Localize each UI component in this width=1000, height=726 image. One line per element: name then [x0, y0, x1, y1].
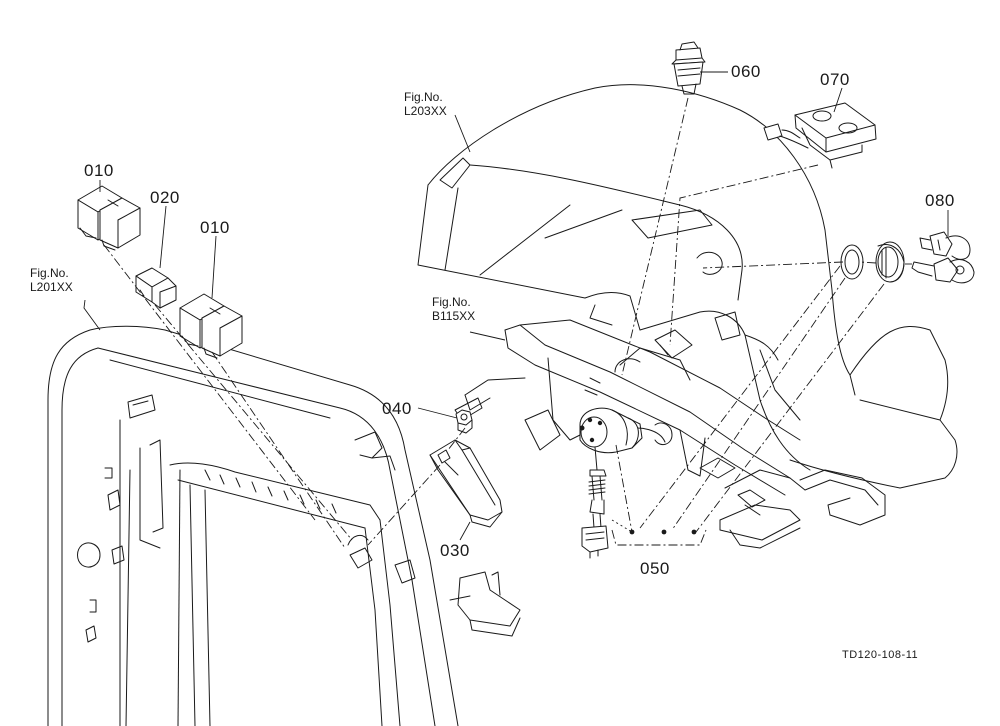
figure-ref-l201-line2: L201XX [30, 280, 73, 294]
part-number-060: 060 [731, 62, 761, 81]
part-070-hazard-switch [763, 102, 877, 169]
figure-ref-b115: Fig.No. B115XX [432, 295, 475, 323]
part-number-040: 040 [382, 399, 412, 418]
figure-ref-l201-line1: Fig.No. [30, 266, 69, 280]
part-number-020: 020 [150, 188, 180, 207]
mounting-bracket [454, 319, 886, 549]
part-number-050: 050 [640, 559, 670, 578]
part-number-080: 080 [925, 191, 955, 210]
part-number-010-lower: 010 [200, 218, 230, 237]
part-number-030: 030 [440, 541, 470, 560]
left-frame [47, 325, 521, 726]
part-number-070: 070 [820, 70, 850, 89]
assembly-lines [103, 97, 912, 549]
part-number-010-upper: 010 [84, 161, 114, 180]
part-010-switch-upper [77, 185, 141, 251]
figure-ref-l203: Fig.No. L203XX [404, 90, 447, 118]
figure-ref-b115-line2: B115XX [432, 309, 476, 323]
part-080-keys-and-rings [840, 231, 975, 284]
part-040-nut [455, 409, 473, 434]
leader-lines [83, 71, 949, 541]
part-020-switch-small [135, 267, 177, 309]
dashboard-panel [417, 84, 958, 489]
figure-ref-l201: Fig.No. L201XX [30, 266, 73, 294]
figure-ref-l203-line1: Fig.No. [404, 90, 443, 104]
part-050-key-switch [579, 407, 643, 559]
drawing-code: TD120-108-11 [842, 649, 919, 661]
figure-ref-l203-line2: L203XX [404, 104, 447, 118]
part-030-cover [429, 439, 503, 528]
figure-ref-b115-line1: Fig.No. [432, 295, 471, 309]
assembly-dots [629, 529, 697, 535]
part-060-lamp [671, 41, 706, 95]
part-010-switch-lower [179, 293, 243, 359]
